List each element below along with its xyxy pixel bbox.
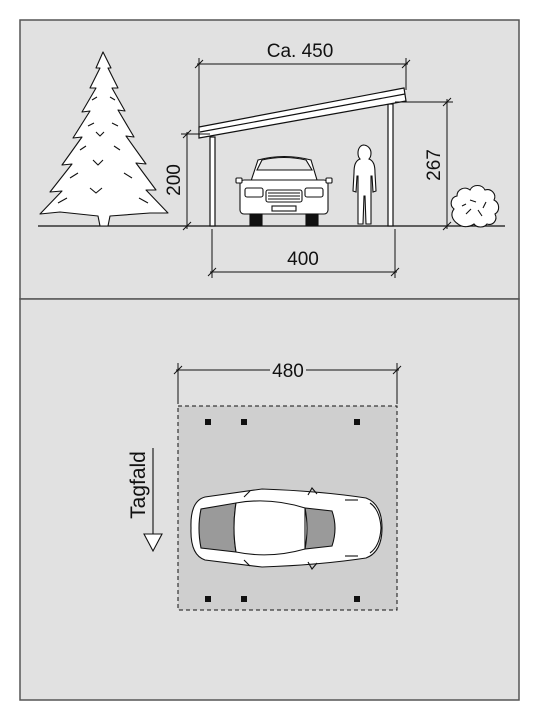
car-top-icon <box>190 487 383 570</box>
person-icon <box>352 144 377 225</box>
post-spacing-label: 400 <box>287 249 319 270</box>
roof-width-label: Ca. 450 <box>267 41 334 62</box>
elevation-panel: Ca. 450 400 200 267 <box>19 19 520 300</box>
plan-posts <box>205 419 360 602</box>
low-height-dimension <box>181 129 210 231</box>
high-height-label: 267 <box>424 149 445 181</box>
slope-arrow-icon <box>143 448 163 553</box>
post-spacing-dimension <box>207 229 400 278</box>
plan-width-dimension <box>173 363 402 404</box>
low-height-label: 200 <box>164 164 185 196</box>
plan-panel: 480 Tagfald <box>19 298 520 701</box>
tree-icon <box>39 51 169 227</box>
roof-width-dimension <box>194 58 411 127</box>
slope-label: Tagfald <box>127 451 150 519</box>
plan-width-label: 480 <box>272 361 304 382</box>
bush-icon <box>450 184 500 228</box>
car-front-icon <box>235 155 333 226</box>
high-height-dimension <box>395 97 453 231</box>
